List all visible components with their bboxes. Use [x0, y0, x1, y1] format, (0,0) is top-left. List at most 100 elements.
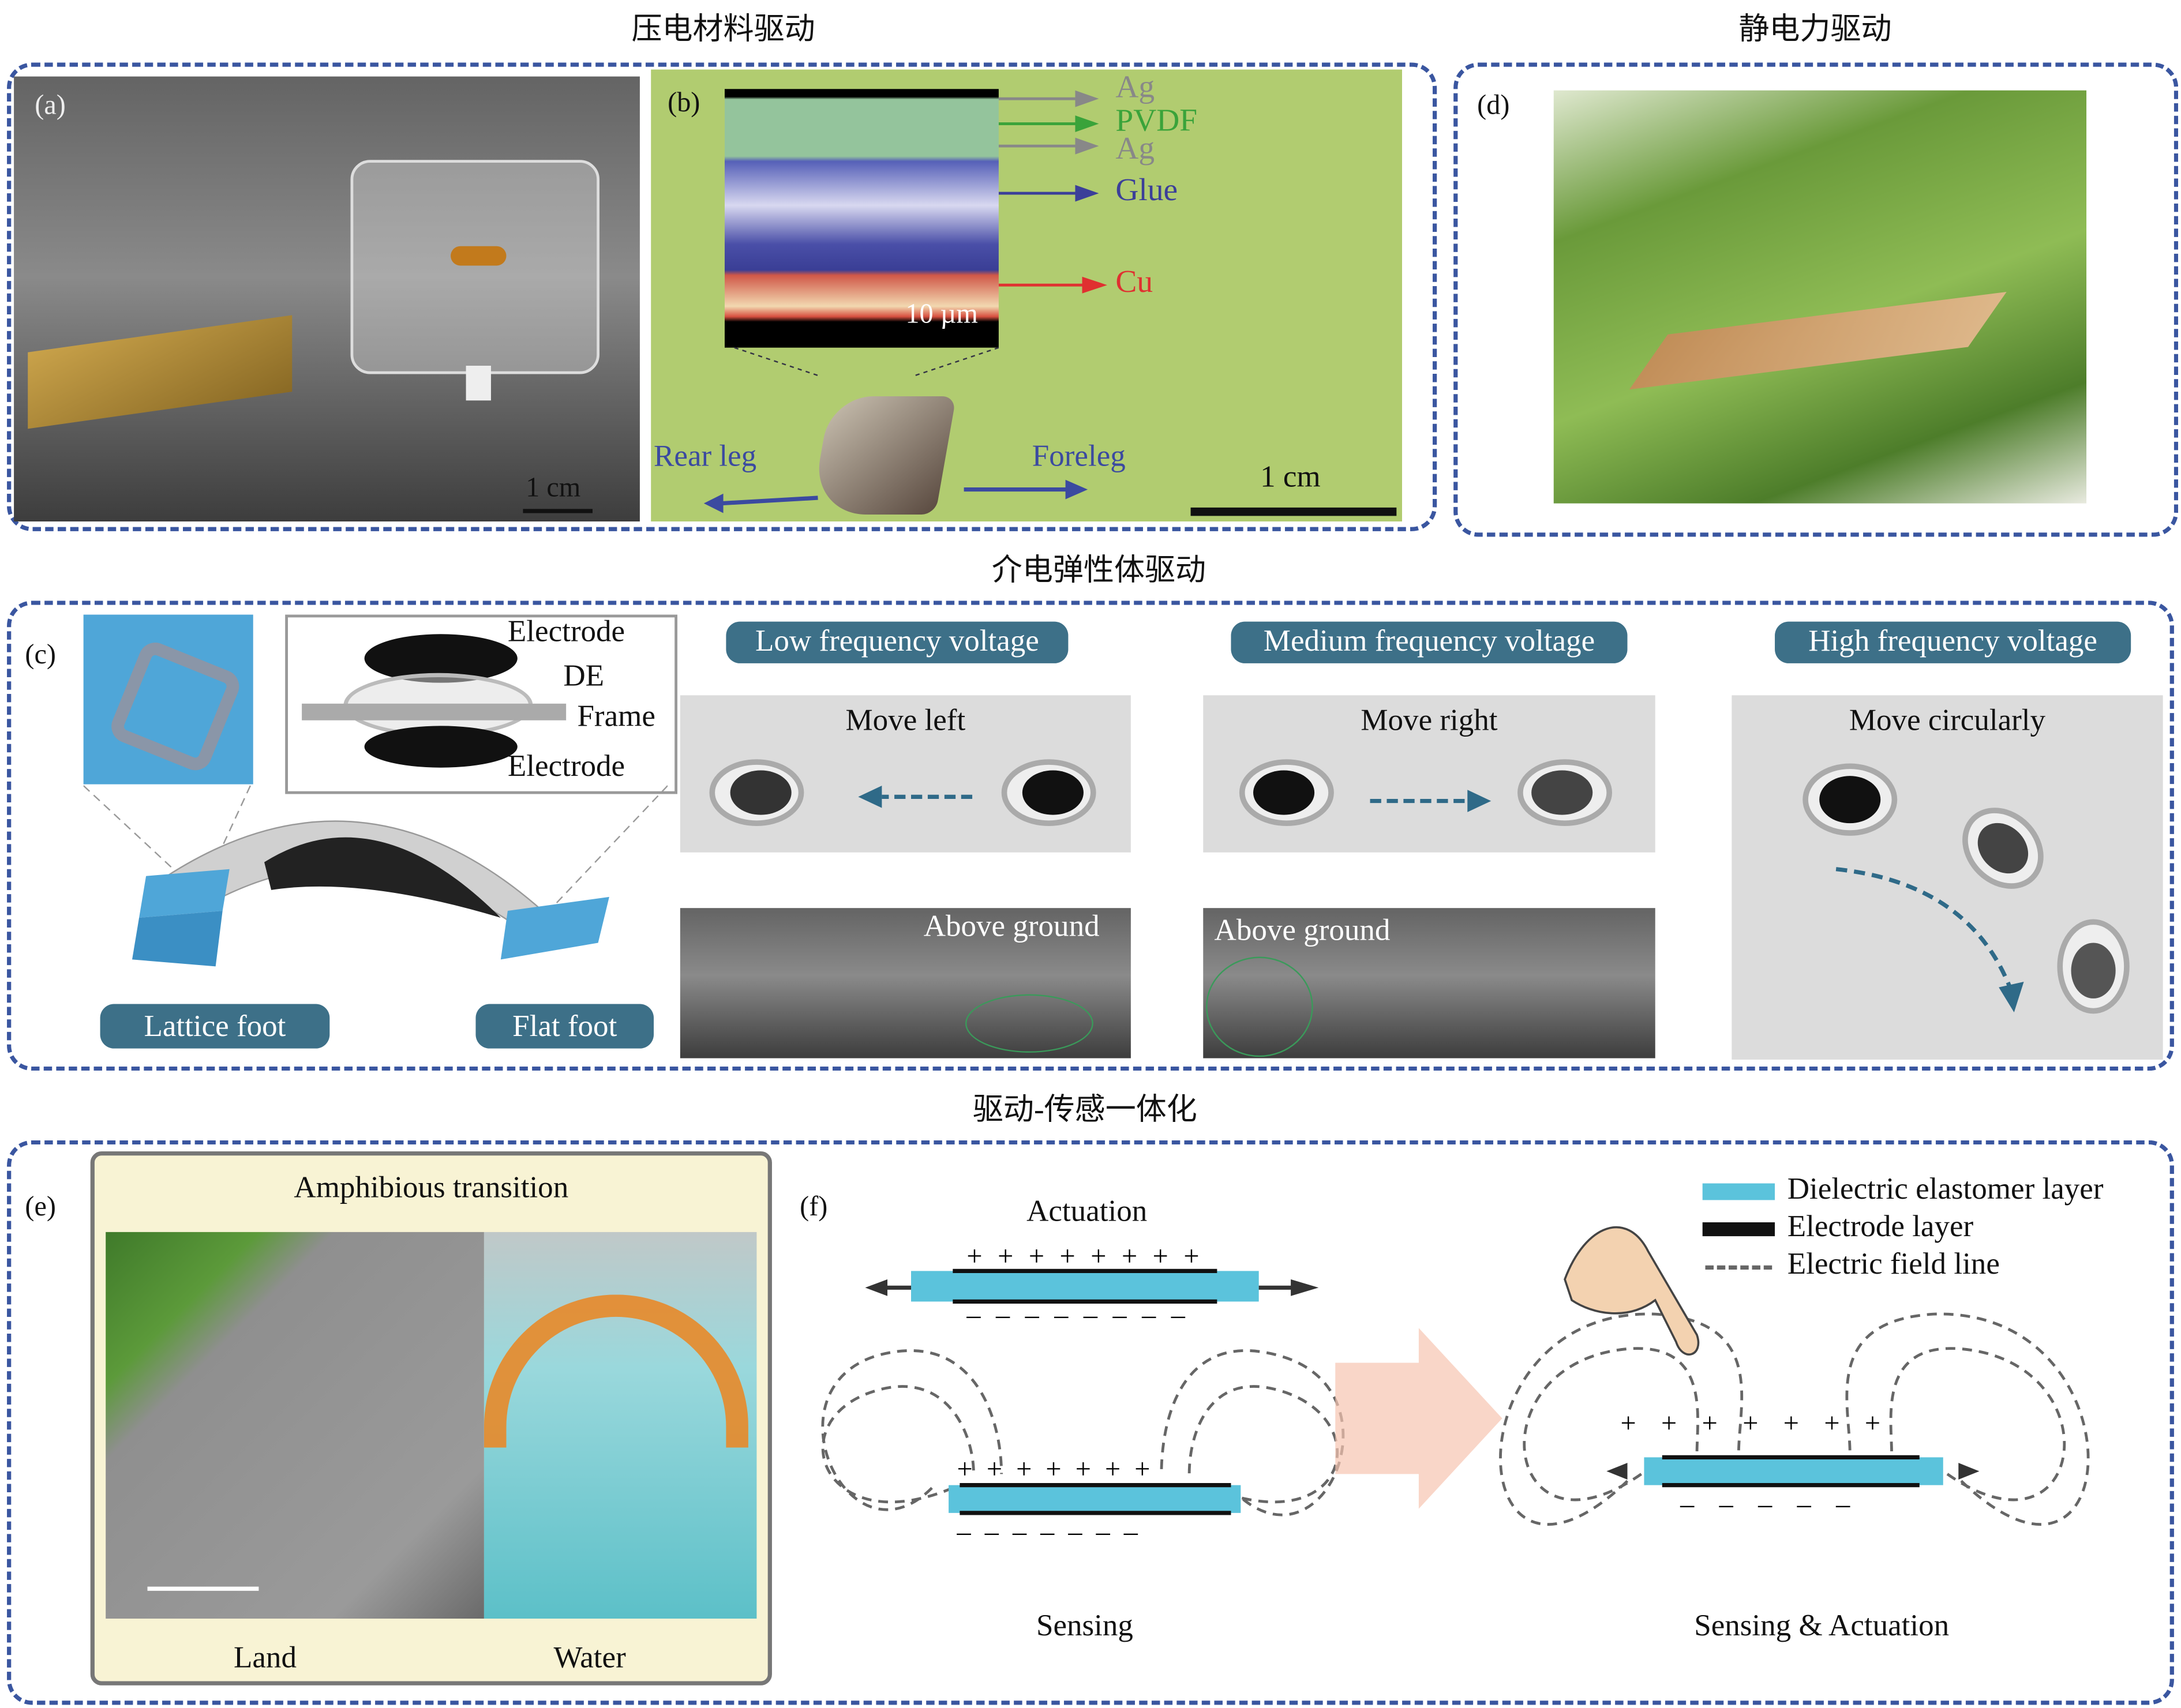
- transition-arrow: [1335, 1328, 1502, 1509]
- flat-foot-label: Flat foot: [475, 1004, 654, 1049]
- medium-frequency-label: Medium frequency voltage: [1231, 621, 1628, 663]
- de-label-electrode-bottom: Electrode: [507, 748, 625, 783]
- low-frequency-label: Low frequency voltage: [726, 621, 1069, 663]
- panel-b-label: (b): [668, 87, 700, 118]
- svg-text:+++++++: +++++++: [1620, 1408, 1905, 1439]
- flat-foot-highlight: [965, 994, 1093, 1053]
- stretch-right-arrow: [1291, 1279, 1319, 1296]
- move-right-photo-caption: Above ground: [1214, 912, 1391, 947]
- lattice-zoom-inset: [83, 614, 253, 784]
- panel-e-frame: Amphibious transition Land Water: [90, 1151, 772, 1686]
- move-right-text: Move right: [1361, 702, 1498, 737]
- panel-e-scale-bar: [147, 1586, 259, 1591]
- high-frequency-label: High frequency voltage: [1775, 621, 2131, 663]
- ant: [451, 246, 507, 266]
- lattice-structure: [106, 637, 245, 775]
- legend-electrode-swatch: [1702, 1222, 1775, 1237]
- lattice-foot-highlight: [1206, 956, 1313, 1057]
- de-structure-inset: [285, 614, 678, 794]
- move-left-diagram: [709, 759, 1096, 826]
- lattice-foot-label: Lattice foot: [100, 1004, 330, 1049]
- sem-scale-text: 10 µm: [905, 299, 978, 330]
- panel-d-leaf-photo: [1553, 90, 2087, 504]
- move-left-photo-caption: Above ground: [923, 908, 1100, 943]
- sensing-actuation-label: Sensing & Actuation: [1694, 1607, 1950, 1643]
- layer-label-pvdf: PVDF: [1115, 103, 1198, 138]
- arrow-curve-icon: [1999, 981, 2024, 1012]
- move-circularly-diagram: [1802, 763, 2130, 1014]
- legend-electrode-label: Electrode layer: [1787, 1208, 1974, 1244]
- legend-dielectric-label: Dielectric elastomer layer: [1787, 1170, 2104, 1206]
- section-title-dielectric: 介电弹性体驱动: [991, 552, 1206, 587]
- svg-text:‒‒‒‒‒: ‒‒‒‒‒: [1680, 1489, 1875, 1519]
- move-left-panel: Move left: [680, 695, 1131, 853]
- section-title-integration: 驱动-传感一体化: [972, 1091, 1197, 1127]
- layer-label-ag-bottom: Ag: [1115, 130, 1155, 166]
- de-label-frame: Frame: [577, 698, 655, 733]
- foreleg-label: Foreleg: [1032, 438, 1126, 473]
- section-title-electrostatic: 静电力驱动: [1738, 11, 1892, 46]
- leg-arrows: [703, 347, 1397, 516]
- electrostatic-group-box: [1453, 62, 2179, 537]
- integration-group-box: [7, 1140, 2174, 1705]
- sa-right-arrow: [1958, 1463, 1980, 1480]
- move-right-panel: Move right: [1203, 695, 1655, 853]
- stand: [466, 366, 491, 401]
- piezo-group-box: [7, 62, 1437, 531]
- dielectric-group-box: [7, 600, 2174, 1071]
- arrow-ag-bottom: [1075, 137, 1099, 155]
- move-left-text: Move left: [845, 702, 966, 737]
- svg-text:‒‒‒‒‒‒‒‒: ‒‒‒‒‒‒‒‒: [966, 1300, 1200, 1330]
- rear-leg-label: Rear leg: [654, 438, 757, 473]
- svg-text:+++++++: +++++++: [957, 1454, 1164, 1485]
- panel-f-diagram: ++++++++ ‒‒‒‒‒‒‒‒ +++++++ ‒‒‒‒‒‒‒ ++++++…: [821, 1226, 2090, 1547]
- layer-label-cu: Cu: [1115, 264, 1153, 299]
- electrostatic-robot: [1629, 291, 2007, 390]
- water-label: Water: [553, 1639, 626, 1675]
- layer-label-glue: Glue: [1115, 172, 1178, 208]
- section-title-piezo: 压电材料驱动: [631, 11, 815, 46]
- land-photo: [106, 1232, 484, 1619]
- legend-field-label: Electric field line: [1787, 1245, 2000, 1281]
- legend-dielectric-swatch: [1702, 1183, 1775, 1200]
- robot-device: [28, 315, 293, 429]
- bottom-electrode: [364, 726, 518, 768]
- actuation-label: Actuation: [1026, 1193, 1148, 1228]
- de-label-electrode-top: Electrode: [507, 613, 625, 648]
- panel-a-photo: [14, 76, 640, 522]
- layer-label-ag-top: Ag: [1115, 69, 1155, 104]
- panel-f-label: (f): [800, 1191, 828, 1223]
- panel-d-label: (d): [1477, 90, 1510, 121]
- sem-cross-section: [724, 89, 999, 348]
- move-left-photo: Above ground: [680, 908, 1131, 1058]
- sensing-label: Sensing: [1036, 1607, 1133, 1643]
- move-circularly-panel: Move circularly: [1732, 695, 2163, 1060]
- panel-e-title: Amphibious transition: [294, 1169, 569, 1204]
- arrow-right-icon: [1467, 790, 1492, 812]
- legend-field-swatch: [1705, 1265, 1772, 1270]
- sa-left-arrow: [1606, 1463, 1628, 1480]
- frame: [302, 703, 567, 720]
- move-circularly-text: Move circularly: [1849, 702, 2046, 737]
- svg-text:‒‒‒‒‒‒‒: ‒‒‒‒‒‒‒: [957, 1516, 1152, 1547]
- panel-e-label: (e): [25, 1191, 56, 1223]
- svg-text:++++++++: ++++++++: [966, 1241, 1215, 1272]
- actuation-diagram: ++++++++ ‒‒‒‒‒‒‒‒: [865, 1241, 1319, 1330]
- move-right-diagram: [1239, 759, 1613, 826]
- ant-resin-block: [350, 160, 600, 374]
- water-photo: [484, 1232, 757, 1619]
- move-right-photo: Above ground: [1203, 908, 1655, 1058]
- layer-arrows: [998, 90, 1107, 294]
- de-robot-illustration: [83, 785, 668, 967]
- stretch-left-arrow: [865, 1279, 888, 1296]
- amphibious-robot: [484, 1294, 748, 1448]
- panel-a-label: (a): [35, 90, 66, 121]
- panel-c-label: (c): [25, 639, 56, 670]
- de-label-de: DE: [563, 658, 605, 693]
- arrow-left-icon: [858, 786, 882, 808]
- arrow-pvdf: [1075, 115, 1099, 133]
- land-label: Land: [233, 1639, 297, 1675]
- panel-a-scale-bar: [523, 509, 593, 513]
- arrow-glue: [1075, 185, 1099, 202]
